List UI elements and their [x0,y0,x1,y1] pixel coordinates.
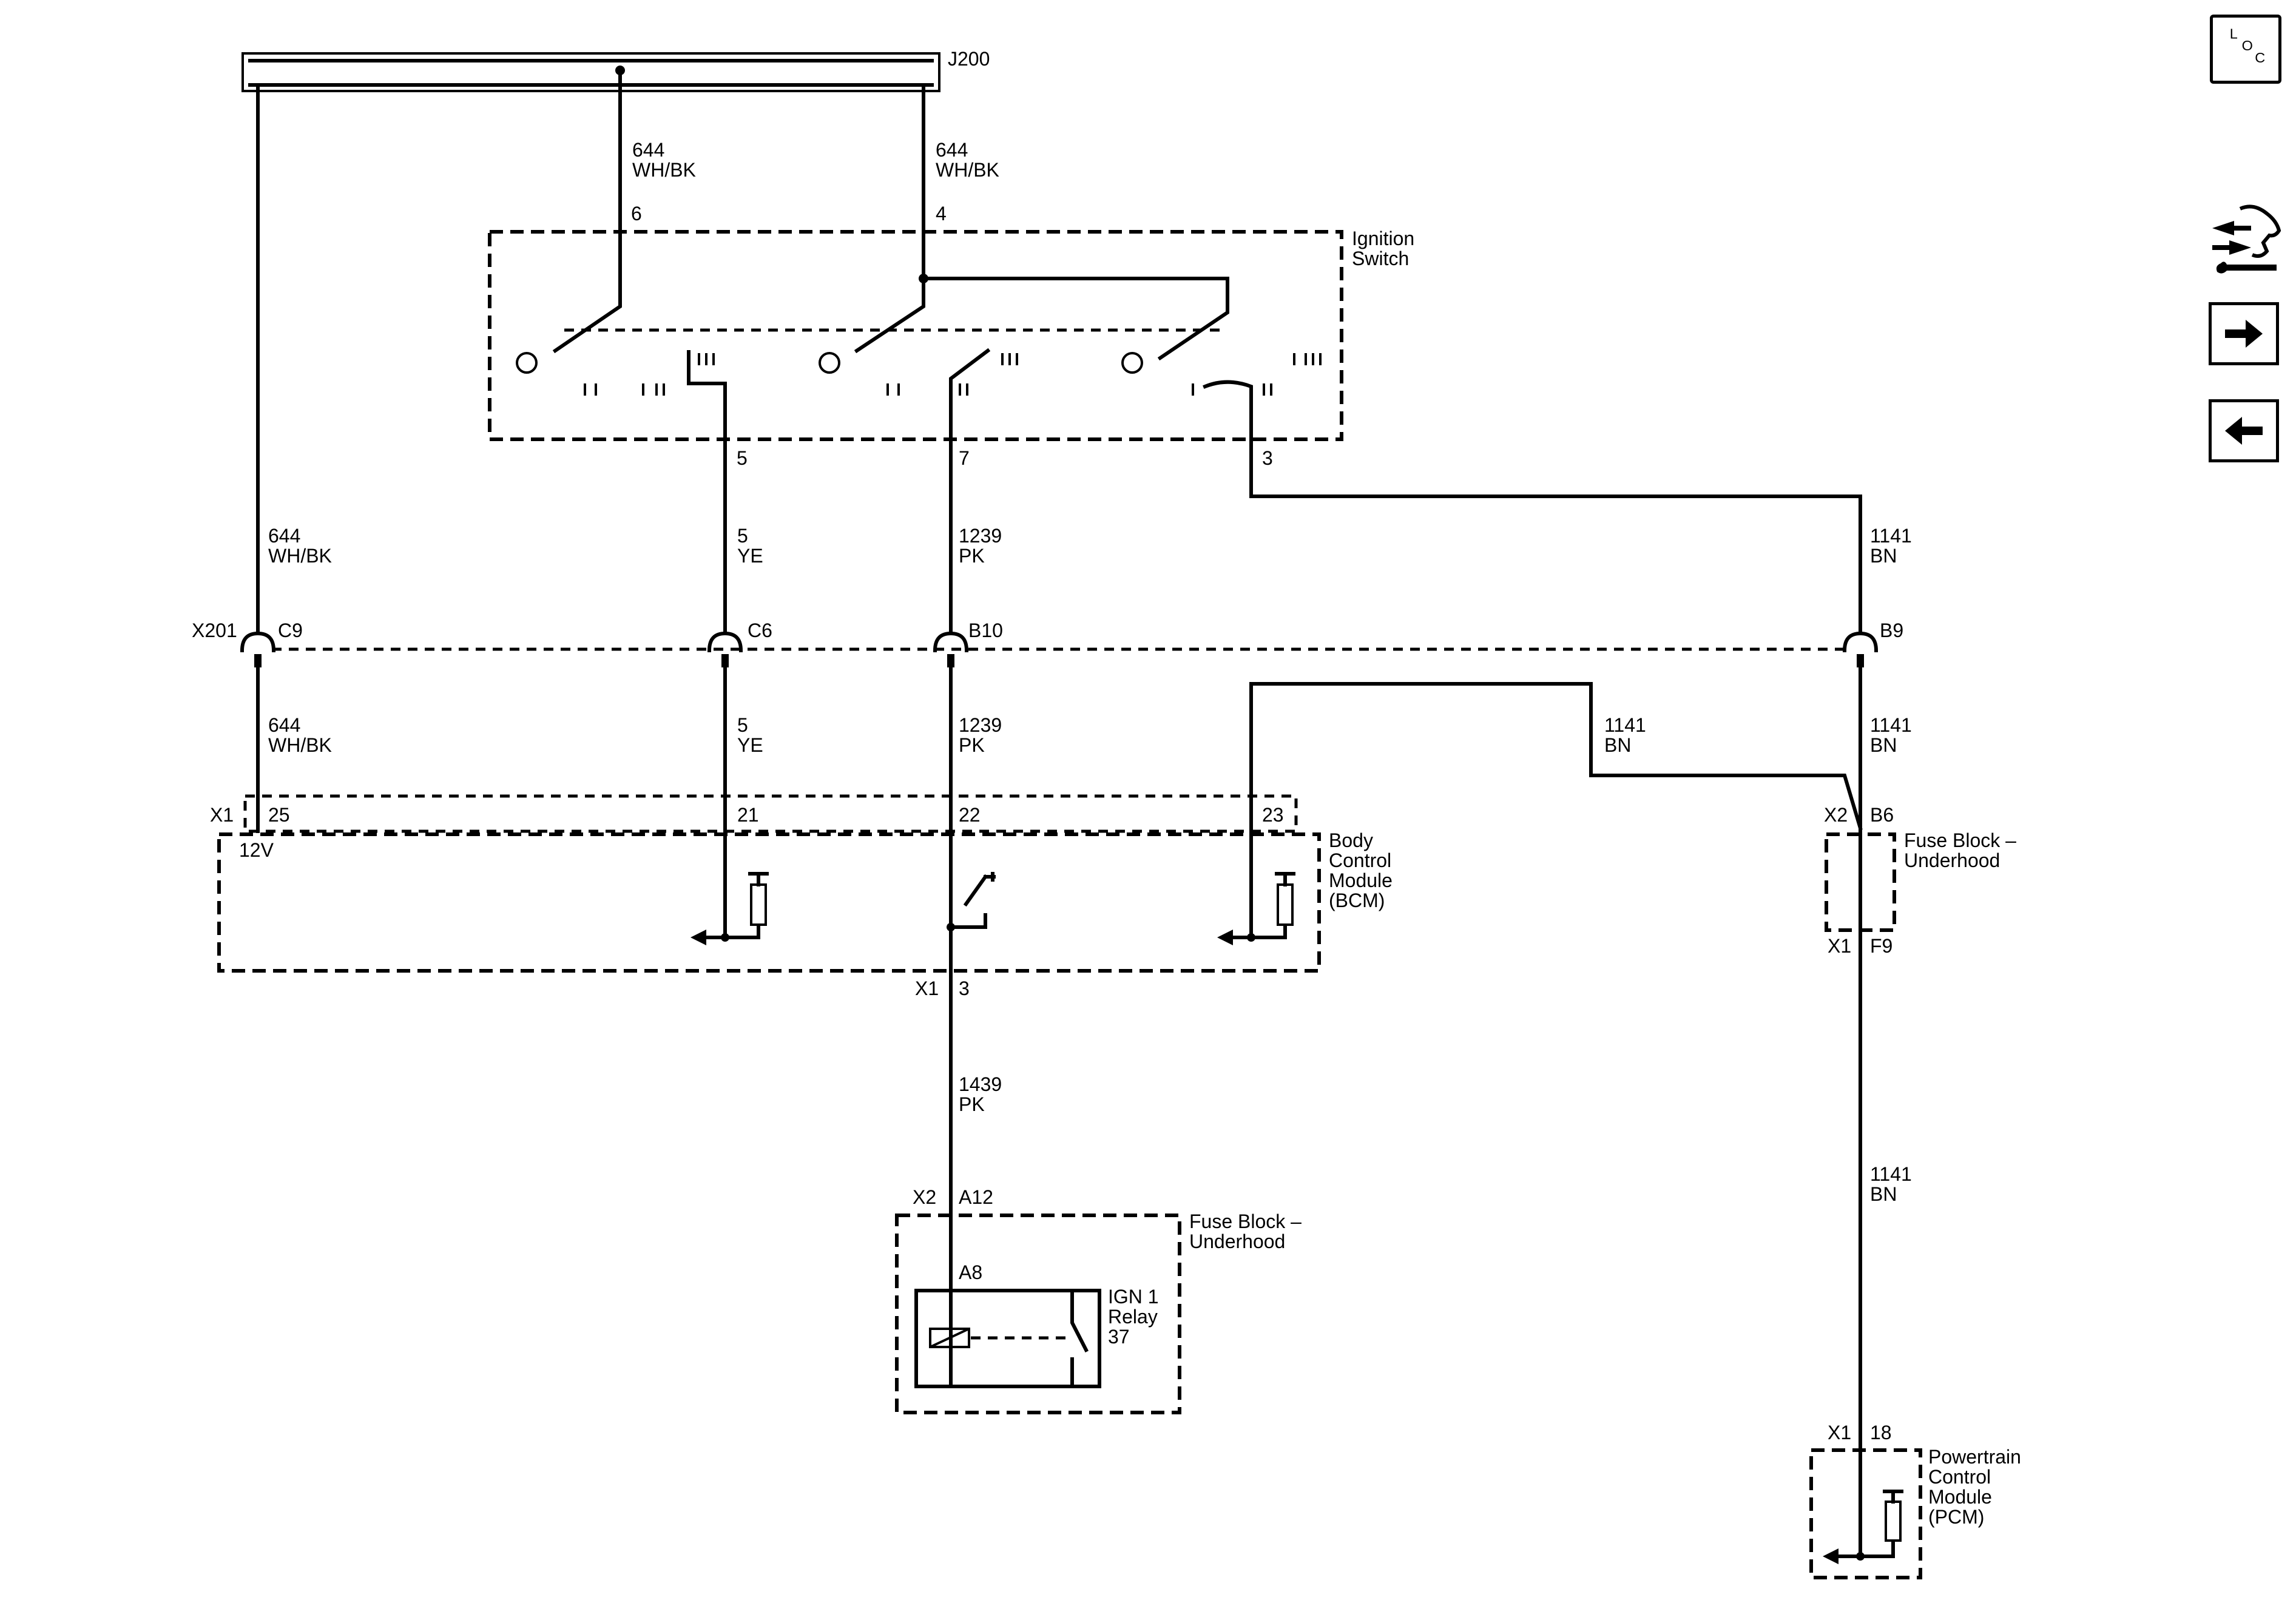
ignition-pin-3: 3 [1262,447,1273,469]
fuse-right-label-2: Underhood [1904,849,2000,871]
bcm-pin-21: 21 [737,804,759,826]
wire-644-label-c: 644 [268,525,300,547]
wire-1141-label-d: 1141 [1870,1163,1912,1185]
wire-5-label-b: 5 [737,714,748,736]
ignition-pin-5: 5 [737,447,748,469]
ignition-pin-4: 4 [936,203,947,224]
loc-letter-o: O [2242,38,2253,53]
j200-label: J200 [948,48,990,70]
inline-connector-x201 [240,631,1879,667]
wire-1141-color-d: BN [1870,1183,1897,1205]
wire-644-color-b: WH/BK [936,159,999,181]
loc-icon[interactable]: L O C [2210,15,2281,84]
fuse-block-bottom [895,1214,1181,1414]
fuse-bottom-label-1: Fuse Block – [1189,1210,1302,1232]
fuse-bottom-pin: A12 [959,1186,993,1208]
pcm-label-1: Powertrain [1928,1446,2021,1468]
bcm-pin-25: 25 [268,804,290,826]
wire-1141-color-c: BN [1870,734,1897,756]
ignition-switch-box [488,230,1862,633]
wire-1239-label-b: 1239 [959,714,1002,736]
wire-1141-label-c: 1141 [1870,714,1912,736]
wire-644-label-b: 644 [936,139,968,161]
wire-1239-label-a: 1239 [959,525,1002,547]
pcm-label-2: Control [1928,1466,1991,1488]
wire-644-color-c: WH/BK [268,545,332,567]
bcm-label-4: (BCM) [1329,890,1385,911]
x201-pin-c6: C6 [748,619,772,641]
wire-644-label-a: 644 [632,139,664,161]
fuse-right-out-pin: F9 [1870,935,1893,957]
loc-letter-c: C [2255,50,2265,66]
previous-arrow-icon[interactable] [2209,399,2279,462]
pcm-label-4: (PCM) [1928,1506,1984,1528]
bcm-pin-22: 22 [959,804,981,826]
wire-644-to-ignition-6 [552,69,622,354]
wire-1439-color: PK [959,1093,985,1115]
tools-icon[interactable] [2209,200,2284,279]
fuse-right-out-conn: X1 [1828,935,1851,957]
wire-5-color-b: YE [737,734,763,756]
wire-1439-label: 1439 [959,1073,1002,1095]
relay-label-3: 37 [1108,1326,1130,1348]
wire-644-to-ignition-4 [854,83,1229,361]
wire-1141-bcm-branch [1249,682,1863,939]
ignition-pin-6: 6 [631,203,642,224]
wire-644-color-d: WH/BK [268,734,332,756]
j200-bus-bar [241,52,940,92]
fuse-right-in-pin: B6 [1870,804,1894,826]
wire-1239-color-b: PK [959,734,985,756]
fuse-bottom-conn: X2 [913,1186,936,1208]
wire-1141-label-b: 1141 [1604,714,1646,736]
bcm-label-3: Module [1329,869,1393,891]
x201-pin-b9: B9 [1880,619,1903,641]
fuse-block-right [1825,832,1896,932]
bcm-out-conn: X1 [915,977,939,999]
relay-label-2: Relay [1108,1306,1158,1328]
ignition-switch-label-1: Ignition [1352,228,1414,249]
fuse-right-label-1: Fuse Block – [1904,829,2016,851]
x201-label: X201 [192,619,237,641]
wire-644-color-a: WH/BK [632,159,696,181]
wire-1141-color-a: BN [1870,545,1897,567]
ignition-switch-label-2: Switch [1352,248,1409,269]
bcm-12v: 12V [239,839,274,861]
fuse-right-in-conn: X2 [1824,804,1848,826]
bcm-label-2: Control [1329,849,1391,871]
bcm-x1: X1 [210,804,234,826]
pcm-module [1809,1448,1922,1579]
relay-label-1: IGN 1 [1108,1286,1159,1308]
wire-644-label-d: 644 [268,714,300,736]
x201-pin-b10: B10 [968,619,1003,641]
pcm-pin: 18 [1870,1422,1892,1443]
pcm-label-3: Module [1928,1486,1992,1508]
wire-1239-color-a: PK [959,545,985,567]
bcm-module [217,794,1321,997]
wire-1141-color-b: BN [1604,734,1631,756]
fuse-bottom-inner-pin: A8 [959,1261,982,1283]
x201-pin-c9: C9 [278,619,303,641]
wire-1141-label-a: 1141 [1870,525,1912,547]
bcm-out-pin: 3 [959,977,970,999]
loc-letter-l: L [2230,25,2238,41]
ignition-pin-7: 7 [959,447,970,469]
pcm-conn: X1 [1828,1422,1851,1443]
next-arrow-icon[interactable] [2209,302,2279,365]
wire-5-label-a: 5 [737,525,748,547]
wire-5-color-a: YE [737,545,763,567]
bcm-label-1: Body [1329,829,1373,851]
bcm-pin-23: 23 [1262,804,1284,826]
fuse-bottom-label-2: Underhood [1189,1230,1285,1252]
